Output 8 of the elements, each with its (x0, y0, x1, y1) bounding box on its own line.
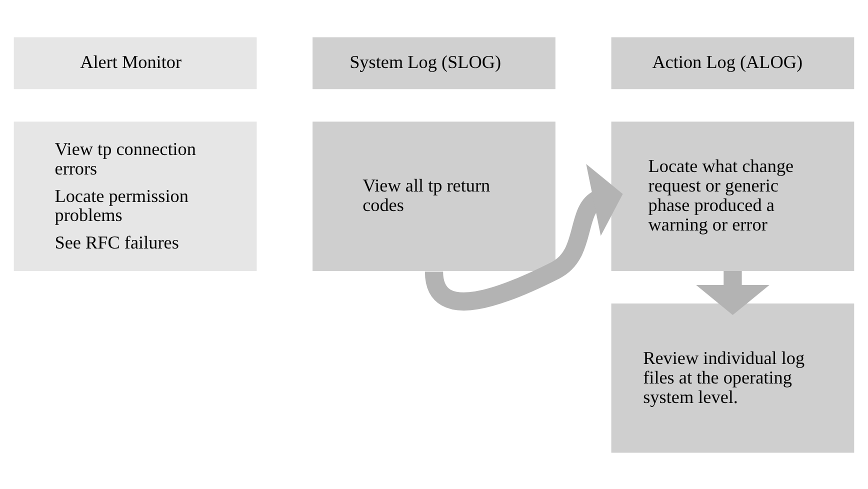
node-box: Alert Monitor (14, 36, 257, 89)
node-box: View tp connection errors Locate permission problems See RFC failures (14, 121, 257, 270)
node-box: Review individual log files at the operating system level. (611, 302, 854, 452)
arrow (696, 270, 770, 314)
node-box: System Log (SLOG) (312, 36, 556, 89)
node-box: Locate what change request or generic phase produced a warning or error (611, 121, 854, 270)
node-box: Action Log (ALOG) (611, 36, 854, 89)
node-box: View all tp return codes (312, 121, 556, 270)
